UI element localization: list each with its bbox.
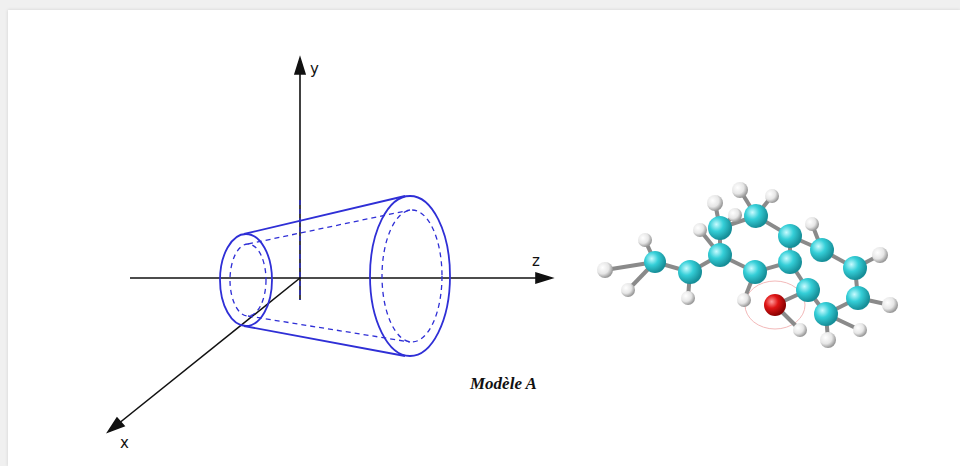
atom <box>732 182 748 198</box>
atom <box>728 208 742 222</box>
atom <box>743 260 767 284</box>
atom <box>621 283 635 297</box>
atom <box>882 297 898 313</box>
atom <box>737 293 751 307</box>
atom <box>764 294 786 316</box>
atom <box>872 247 888 263</box>
atom <box>810 238 834 262</box>
atom <box>778 250 802 274</box>
molecule-model <box>597 182 898 348</box>
atom <box>644 251 666 273</box>
atom <box>708 243 732 267</box>
axis-label: x <box>120 436 129 451</box>
axis-label: y <box>310 62 319 77</box>
atom <box>843 256 867 280</box>
atom <box>793 323 807 337</box>
axes <box>108 58 552 432</box>
atom <box>814 302 838 326</box>
atom <box>778 224 802 248</box>
atom <box>805 217 819 231</box>
figure-caption: Modèle A <box>470 375 537 392</box>
atom <box>744 204 768 228</box>
cone-inner <box>230 200 442 342</box>
cone-outline <box>220 196 450 356</box>
atom <box>708 216 732 240</box>
axis-label: z <box>532 254 540 269</box>
atom <box>853 323 867 337</box>
atom <box>678 260 702 284</box>
atom <box>693 223 707 237</box>
atom <box>765 189 779 203</box>
atom <box>707 195 723 211</box>
oxygen-halo <box>745 281 805 329</box>
atom <box>597 262 613 278</box>
atom <box>846 286 870 310</box>
atom <box>820 332 836 348</box>
atom <box>681 291 695 305</box>
atom <box>638 233 652 247</box>
atom <box>796 278 820 302</box>
